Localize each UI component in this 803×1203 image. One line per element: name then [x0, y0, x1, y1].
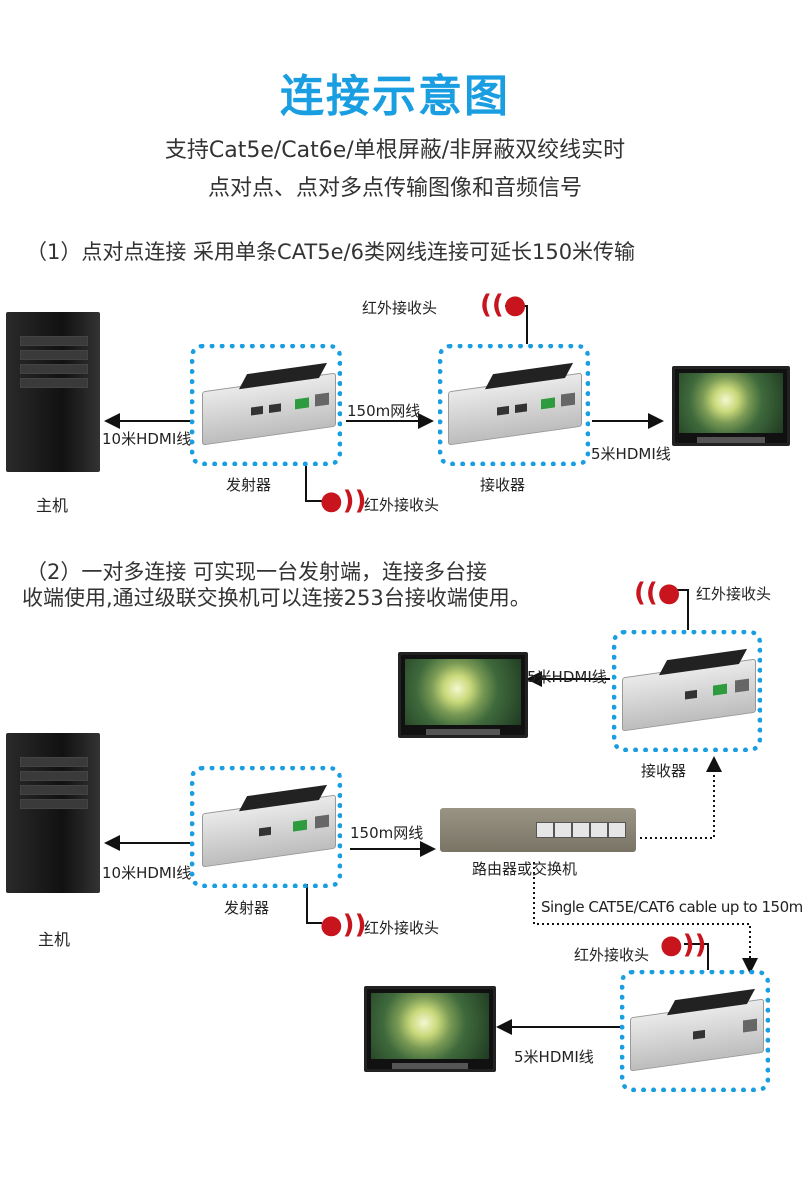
section2-heading-line-1: （2）一对多连接 可实现一台发射端，连接多台接 — [26, 560, 488, 584]
ir-receiver-icon: ((● — [634, 578, 681, 608]
receiver-frame — [438, 344, 590, 466]
section2-router-label: 路由器或交换机 — [472, 860, 578, 878]
receiver-frame — [620, 970, 770, 1092]
section1-ir-bottom-label: 红外接收头 — [364, 496, 440, 514]
computer-tower-icon — [6, 733, 100, 893]
section2-cable-label: 150m网线 — [350, 824, 424, 842]
section1-cable-label: 150m网线 — [347, 402, 421, 420]
section2-ir-tx-label: 红外接收头 — [364, 919, 440, 937]
section2-hdmi-10m: 10米HDMI线 — [102, 864, 192, 882]
subtitle-line-2: 点对点、点对多点传输图像和音频信号 — [207, 176, 582, 201]
section1-hdmi-10m: 10米HDMI线 — [102, 430, 192, 448]
section2-hdmi-5m-top: 5米HDMI线 — [527, 668, 607, 686]
tv-monitor-icon — [398, 652, 528, 738]
section1-connectors — [104, 305, 664, 502]
ir-receiver-icon: ●)) — [660, 930, 707, 960]
section2-receiver-label: 接收器 — [641, 762, 687, 780]
subtitle-line-1: 支持Cat5e/Cat6e/单根屏蔽/非屏蔽双绞线实时 — [164, 138, 626, 163]
section2-transmitter-label: 发射器 — [224, 899, 270, 917]
section1-heading: （1）点对点连接 采用单条CAT5e/6类网线连接可延长150米传输 — [26, 240, 636, 264]
section1-receiver-label: 接收器 — [480, 476, 526, 494]
section1-ir-top-label: 红外接收头 — [362, 299, 438, 317]
router-switch-icon — [440, 808, 636, 852]
ir-receiver-icon: ●)) — [320, 486, 367, 516]
section2-ir-bottom-label: 红外接收头 — [574, 946, 650, 964]
section2-ir-top-label: 红外接收头 — [696, 585, 772, 603]
tv-monitor-icon — [364, 986, 496, 1072]
ir-receiver-icon: ●)) — [320, 910, 367, 940]
section2-hdmi-5m-bottom: 5米HDMI线 — [514, 1048, 594, 1066]
section2-single-cable-label: Single CAT5E/CAT6 cable up to 150m — [541, 898, 803, 916]
ir-receiver-icon: ((● — [480, 290, 527, 320]
section1-hdmi-5m: 5米HDMI线 — [591, 445, 671, 463]
computer-tower-icon — [6, 312, 100, 472]
transmitter-frame — [190, 344, 342, 466]
section1-host-label: 主机 — [36, 496, 69, 515]
receiver-frame — [612, 630, 762, 752]
tv-monitor-icon — [672, 366, 790, 446]
section2-host-label: 主机 — [38, 930, 71, 949]
section2-connectors — [104, 589, 758, 1035]
section1-transmitter-label: 发射器 — [226, 476, 272, 494]
transmitter-frame — [190, 766, 342, 888]
section2-heading-line-2: 收端使用,通过级联交换机可以连接253台接收端使用。 — [22, 586, 531, 610]
page-title: 连接示意图 — [280, 71, 510, 122]
